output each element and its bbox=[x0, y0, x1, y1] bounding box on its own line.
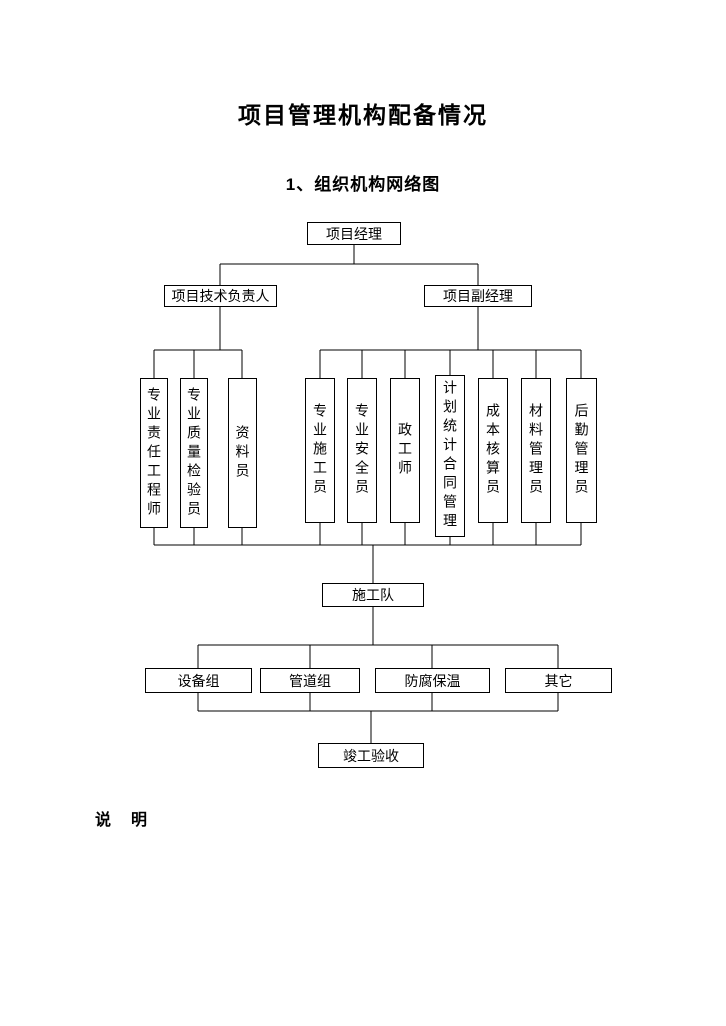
org-node-project-manager: 项目经理 bbox=[307, 222, 401, 245]
org-node-plan-statistics-contract: 计划统计合同管理 bbox=[435, 375, 465, 537]
org-node-label: 资料员 bbox=[234, 424, 251, 482]
org-node-label: 专业质量检验员 bbox=[186, 386, 202, 520]
org-node-deputy-manager: 项目副经理 bbox=[424, 285, 532, 307]
org-node-construction-team: 施工队 bbox=[322, 583, 424, 607]
org-node-safety-officer: 专业安全员 bbox=[347, 378, 377, 523]
org-node-label: 专业安全员 bbox=[354, 403, 370, 498]
org-node-quality-inspector: 专业质量检验员 bbox=[180, 378, 208, 528]
org-node-logistics-manager: 后勤管理员 bbox=[566, 378, 597, 523]
org-node-document-clerk: 资料员 bbox=[228, 378, 257, 528]
section-heading: 1、组织机构网络图 bbox=[285, 175, 441, 194]
org-node-label: 成本核算员 bbox=[485, 403, 501, 498]
org-node-material-manager: 材料管理员 bbox=[521, 378, 551, 523]
org-node-label: 后勤管理员 bbox=[573, 403, 590, 498]
org-node-political-officer: 政工师 bbox=[390, 378, 420, 523]
org-node-technical-director: 项目技术负责人 bbox=[164, 285, 277, 307]
org-node-label: 专业施工员 bbox=[312, 403, 328, 498]
org-node-label: 材料管理员 bbox=[528, 403, 544, 498]
org-node-cost-accountant: 成本核算员 bbox=[478, 378, 508, 523]
org-node-anticorrosion-insulation-group: 防腐保温 bbox=[375, 668, 490, 693]
org-node-label: 专业责任工程师 bbox=[146, 386, 162, 520]
org-node-completion-acceptance: 竣工验收 bbox=[318, 743, 424, 768]
org-node-other-group: 其它 bbox=[505, 668, 612, 693]
org-node-equipment-group: 设备组 bbox=[145, 668, 252, 693]
org-node-pipeline-group: 管道组 bbox=[260, 668, 360, 693]
note-label: 说 明 bbox=[95, 812, 150, 829]
org-node-label: 计划统计合同管理 bbox=[442, 380, 458, 532]
org-node-construction-worker: 专业施工员 bbox=[305, 378, 335, 523]
page-title: 项目管理机构配备情况 bbox=[238, 102, 488, 128]
org-node-responsible-engineer: 专业责任工程师 bbox=[140, 378, 168, 528]
org-node-label: 政工师 bbox=[397, 422, 413, 479]
